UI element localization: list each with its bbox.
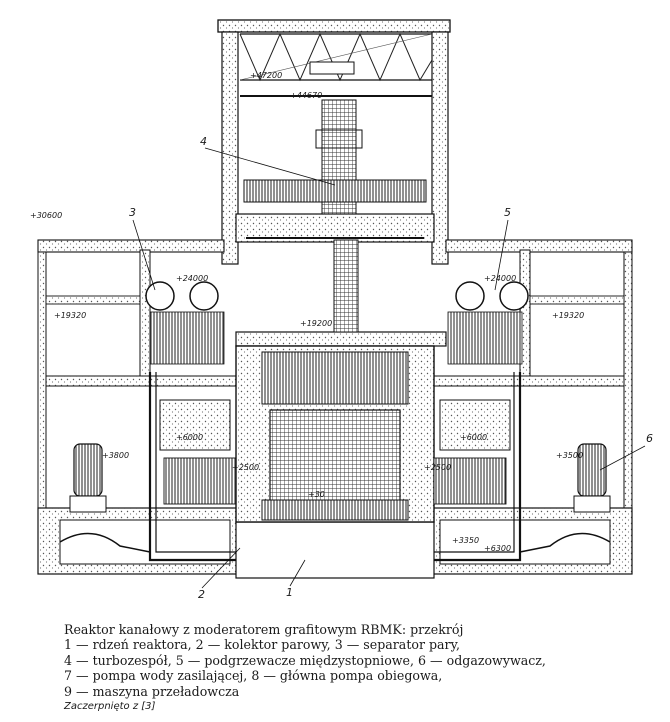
elev-right-small: +3500 <box>556 451 583 460</box>
callout-5: 5 <box>504 206 511 219</box>
elev-crane-top: +47200 <box>250 71 282 80</box>
elev-bottom-small: +30 <box>308 490 325 499</box>
elev-roof-left: +30600 <box>30 211 62 220</box>
elev-floor-right: +19320 <box>552 311 584 320</box>
callout-6: 6 <box>646 432 653 445</box>
tower-structure <box>217 19 451 347</box>
caption-source: Zaczerpnięto z [3] <box>64 701 156 713</box>
reactor-core <box>235 345 435 523</box>
caption-line-3: 7 — pompa wody zasilającej, 8 — główna p… <box>64 668 443 684</box>
elev-central-floor: +19200 <box>300 319 332 328</box>
caption-line-1: 1 — rdzeń reaktora, 2 — kolektor parowy,… <box>64 637 461 653</box>
caption-line-4: 9 — maszyna przeładowcza <box>64 683 240 699</box>
callout-3: 3 <box>129 206 136 219</box>
caption-title: Reaktor kanałowy z moderatorem grafitowy… <box>64 622 464 637</box>
elev-left-upper: +6000 <box>176 433 203 442</box>
callout-2: 2 <box>198 588 205 601</box>
figure-caption: Reaktor kanałowy z moderatorem grafitowy… <box>64 622 664 714</box>
callouts: 1 2 3 4 5 6 <box>129 135 653 601</box>
elev-bottom-b: +6300 <box>484 544 511 553</box>
elev-steam-right: +24000 <box>484 274 516 283</box>
elev-crane-rail: +44670 <box>290 91 322 100</box>
elev-left-mid: +2500 <box>232 463 259 472</box>
elev-right-upper: +6000 <box>460 433 487 442</box>
elev-floor-left: +19320 <box>54 311 86 320</box>
callout-4: 4 <box>200 135 207 148</box>
steam-separators <box>145 281 529 365</box>
pumps <box>69 443 611 513</box>
pipework <box>59 372 611 562</box>
elev-bottom-a: +3350 <box>452 536 479 545</box>
rbmk-cross-section-diagram: +47200 +44670 +30600 +24000 +24000 +1932… <box>30 19 653 601</box>
elev-left-small: +3800 <box>102 451 129 460</box>
elev-right-mid: +2500 <box>424 463 451 472</box>
diagram-svg: +47200 +44670 +30600 +24000 +24000 +1932… <box>30 19 653 601</box>
elev-steam-left: +24000 <box>176 274 208 283</box>
callout-1: 1 <box>286 586 293 599</box>
elevation-labels: +47200 +44670 +30600 +24000 +24000 +1932… <box>30 71 584 553</box>
caption-line-2: 4 — turbozespół, 5 — podgrzewacze między… <box>64 652 546 668</box>
